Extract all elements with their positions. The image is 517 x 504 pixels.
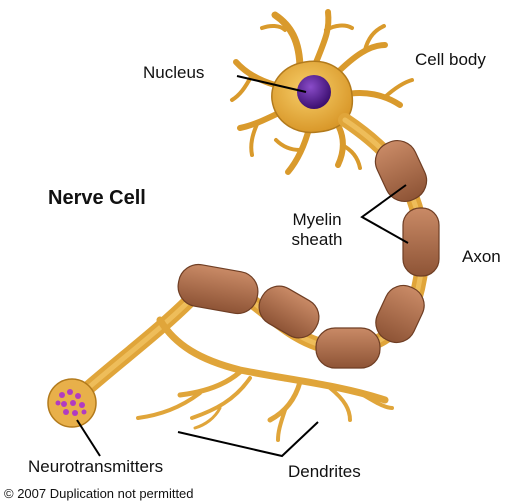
myelin-sheath-label: Myelin sheath (272, 210, 362, 250)
diagram-title: Nerve Cell (48, 187, 146, 209)
myelin-segment (316, 328, 380, 368)
myelin-segment (403, 208, 439, 276)
myelin-sheath (175, 134, 439, 368)
myelin-label-line1: Myelin (272, 210, 362, 230)
axon-label: Axon (462, 247, 501, 267)
dendrites-label: Dendrites (288, 462, 361, 482)
nucleus-label: Nucleus (143, 63, 204, 83)
neurotransmitters-label: Neurotransmitters (28, 457, 163, 477)
copyright-notice: © 2007 Duplication not permitted (4, 486, 194, 501)
axon-terminal (48, 379, 96, 427)
myelin-segment (252, 279, 326, 345)
myelin-label-line2: sheath (272, 230, 362, 250)
neurotransmitters-leader (77, 420, 100, 456)
cell-body-label: Cell body (415, 50, 486, 70)
